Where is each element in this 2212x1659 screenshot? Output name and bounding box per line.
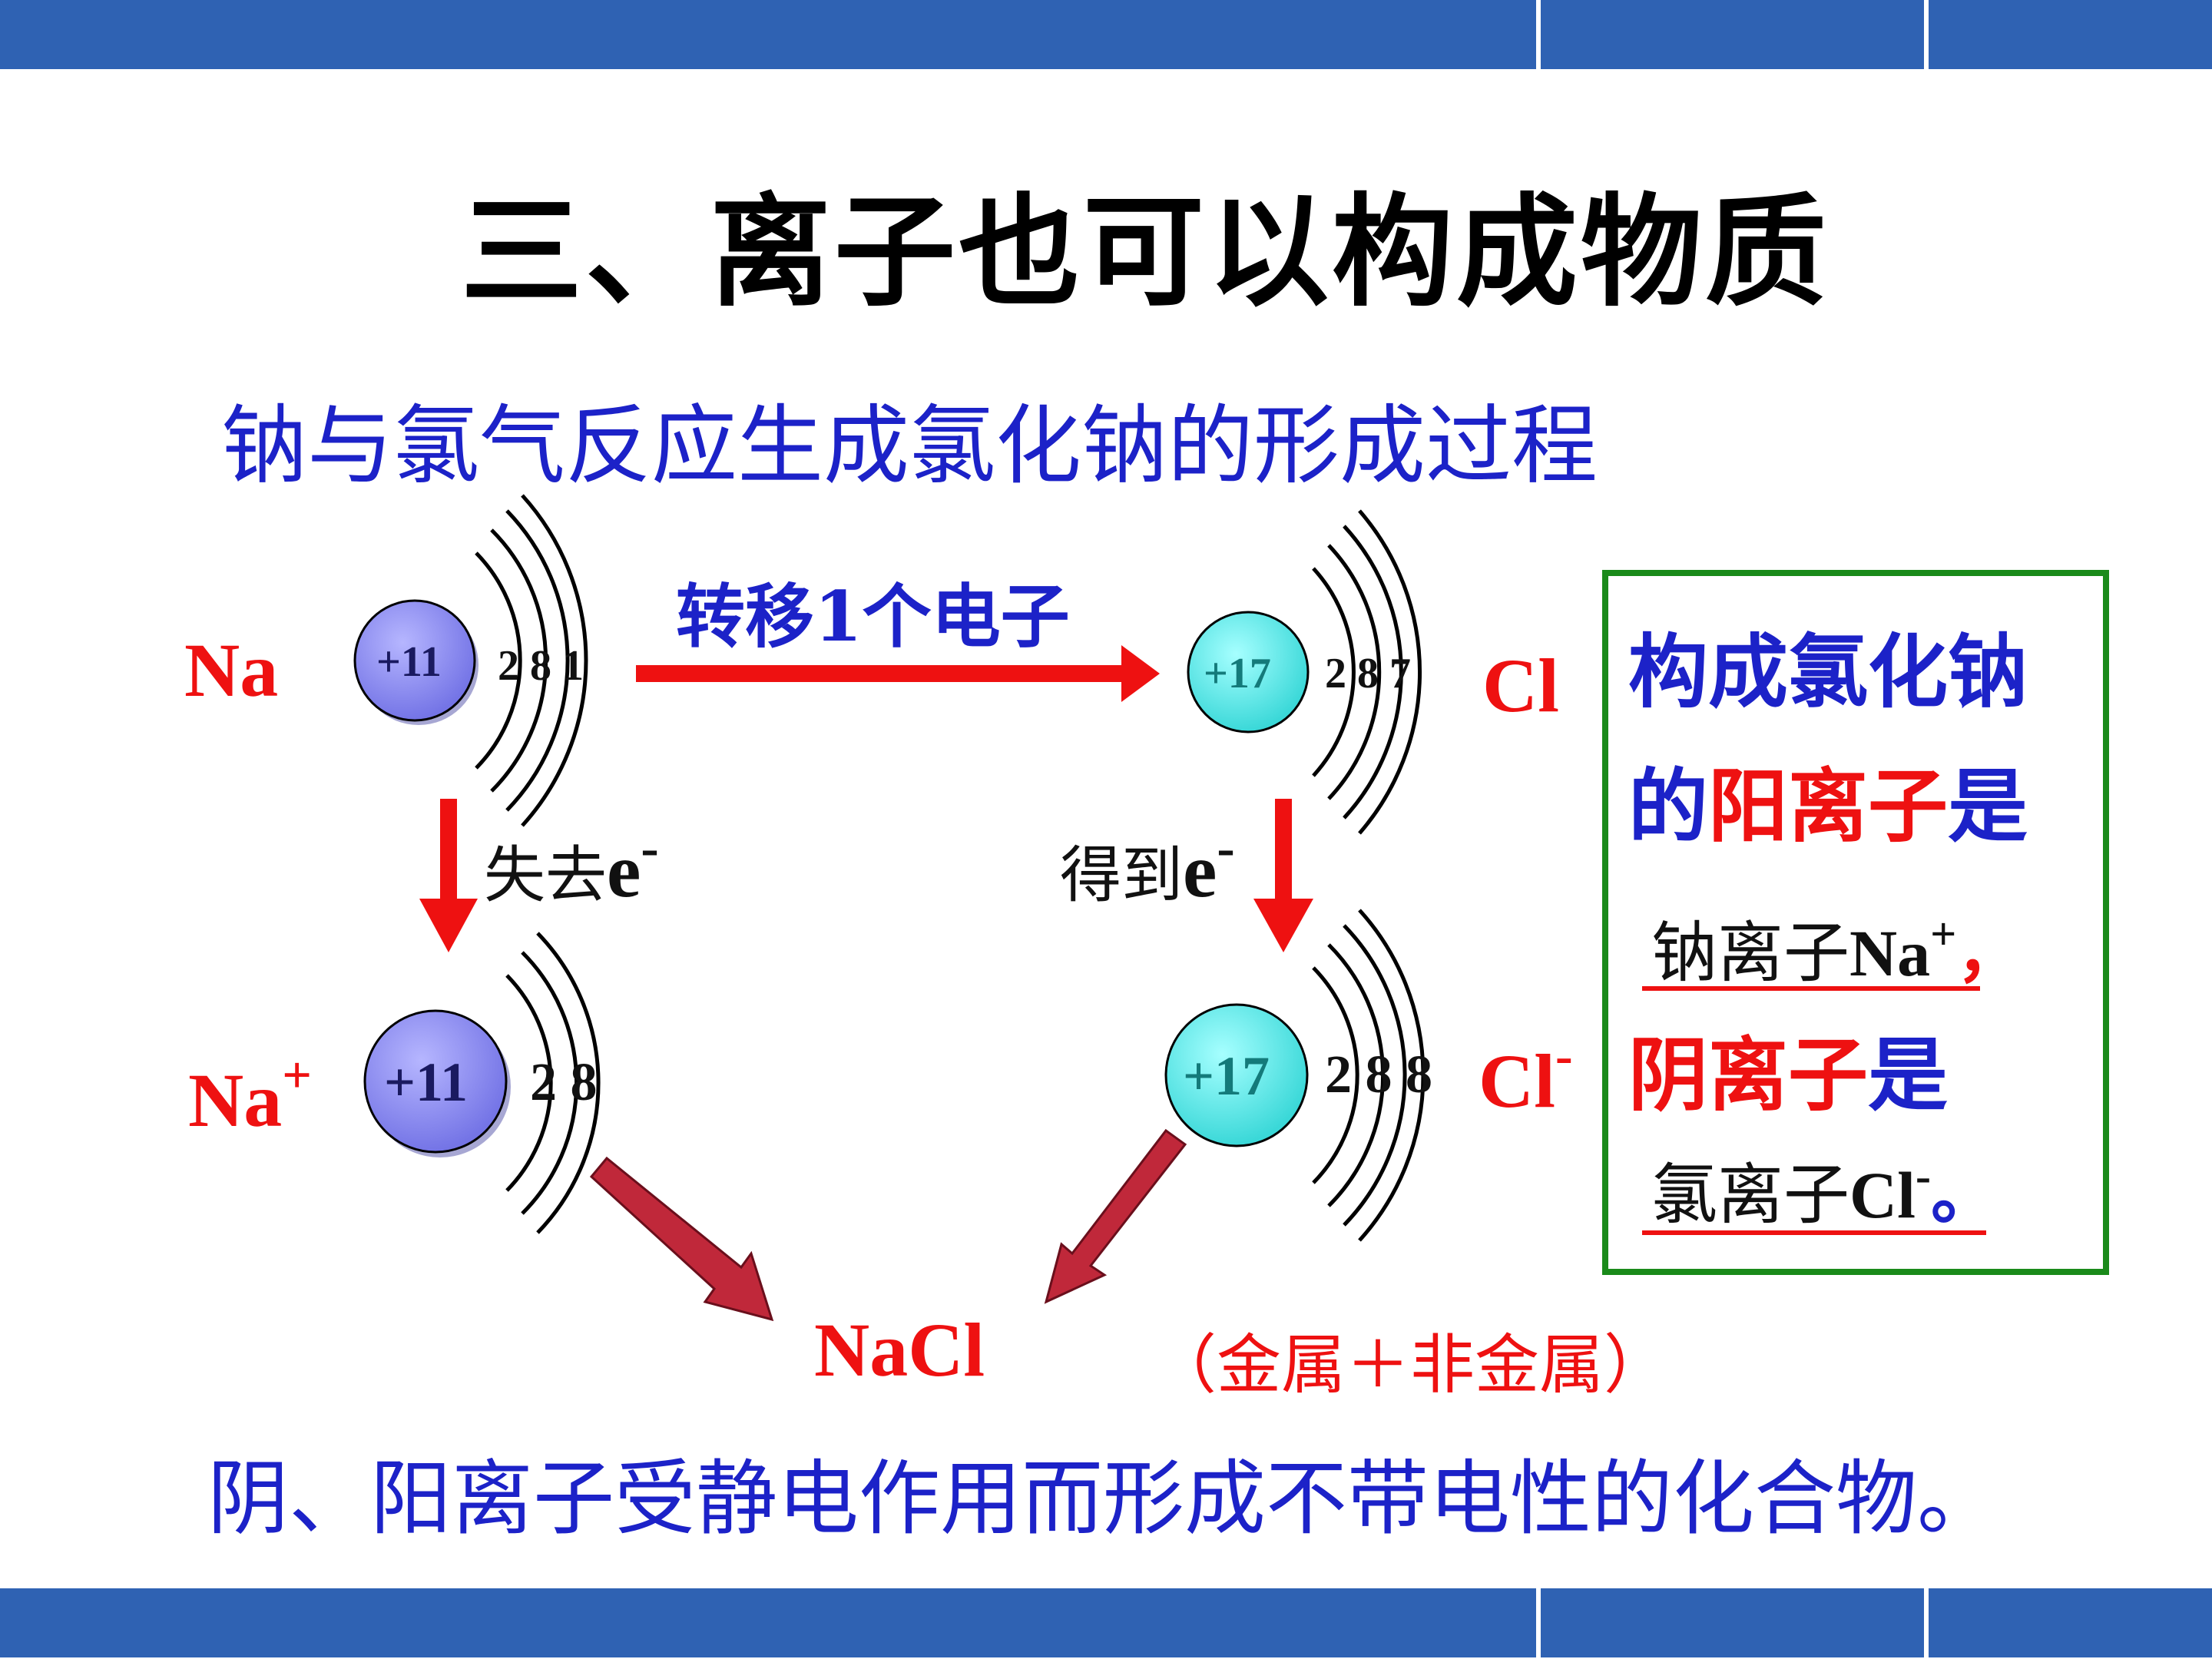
na-ion xyxy=(363,932,601,1234)
answer1-punct: ， xyxy=(1956,914,2023,992)
cl-atom xyxy=(1187,509,1422,835)
cl-shell-4 xyxy=(1358,509,1422,835)
box-line-4-b: 是 xyxy=(1868,1028,1949,1122)
cl-shell-counts: 2 8 7 xyxy=(1325,650,1411,697)
cl-ion-to-nacl-arrow xyxy=(1044,1128,1187,1304)
lose-electron-label: 失去e- xyxy=(484,818,659,915)
box-line-2: 的阳离子是 xyxy=(1628,741,2028,857)
cl-ion-shell-counts: 2 8 8 xyxy=(1325,1045,1432,1104)
cl-ion-shell-3 xyxy=(1343,924,1407,1227)
cl-ion xyxy=(1164,909,1426,1242)
answer1-symbol: Na xyxy=(1849,916,1931,990)
na-shell-1 xyxy=(475,551,522,770)
page-title: 三、离子也可以构成物质 xyxy=(461,181,1830,323)
na-shell-4 xyxy=(521,494,588,827)
top-band-divider xyxy=(1536,0,1541,69)
cl-ion-symbol: Cl- xyxy=(1479,1025,1573,1125)
box-line-2-a: 的 xyxy=(1628,759,1709,853)
na-shell-2 xyxy=(490,528,548,793)
cl-nucleus xyxy=(1187,611,1310,733)
na-shell-3 xyxy=(505,509,570,812)
box-answer-2: 氯离子Cl-。 xyxy=(1651,1141,1997,1237)
na-ion-symbol-text: Na xyxy=(188,1058,283,1143)
cl-ion-symbol-text: Cl xyxy=(1479,1038,1555,1124)
box-line-4-a: 阴离子 xyxy=(1628,1028,1869,1122)
bottom-band-divider xyxy=(1924,1588,1929,1657)
na-ion-to-nacl-arrow xyxy=(589,1156,774,1322)
cl-shell-1 xyxy=(1312,567,1356,777)
top-band-divider xyxy=(1924,0,1929,69)
product-note: （金属＋非金属） xyxy=(1152,1327,1669,1402)
transfer-arrow xyxy=(636,645,1160,702)
na-ion-nucleus xyxy=(363,1009,508,1154)
lose-electron-charge: - xyxy=(641,819,659,878)
box-line-4: 阴离子是 xyxy=(1628,1010,1948,1126)
box-line-2-b: 阳离子 xyxy=(1708,759,1949,853)
lose-electron-arrow xyxy=(419,799,478,952)
answer2-charge: - xyxy=(1916,1151,1931,1201)
gain-electron-charge: - xyxy=(1217,819,1235,878)
gain-electron-arrow xyxy=(1253,799,1313,952)
answer2-underline xyxy=(1642,1230,1986,1235)
na-symbol: Na xyxy=(184,628,279,713)
na-ion-shell-3 xyxy=(536,932,601,1234)
answer2-cn: 氯离子 xyxy=(1651,1157,1849,1233)
bottom-band xyxy=(0,1588,2212,1657)
box-line-1: 构成氯化钠 xyxy=(1628,624,2028,719)
gain-electron-symbol: e xyxy=(1183,828,1217,913)
gain-label-text: 得到 xyxy=(1060,839,1183,911)
cl-nucleus-label: +17 xyxy=(1204,650,1271,697)
box-line-2-c: 是 xyxy=(1948,759,2028,853)
answer2-punct: 。 xyxy=(1930,1156,1997,1233)
answer2-symbol: Cl xyxy=(1849,1158,1916,1232)
cl-ion-nucleus xyxy=(1164,1003,1309,1147)
na-nucleus-label: +11 xyxy=(376,638,442,686)
cl-shell-2 xyxy=(1327,544,1382,800)
gain-electron-label: 得到e- xyxy=(1060,818,1235,915)
na-shell-counts: 2 8 1 xyxy=(498,642,584,690)
answer1-cn: 钠离子 xyxy=(1651,915,1849,992)
answer1-underline xyxy=(1642,986,1980,991)
product-formula: NaCl xyxy=(814,1307,985,1392)
conclusion-text: 阴、阳离子受静电作用而形成不带电性的化合物。 xyxy=(207,1452,1998,1546)
subtitle: 钠与氯气反应生成氯化钠的形成过程 xyxy=(221,396,1598,496)
cl-ion-charge: - xyxy=(1555,1026,1573,1084)
cl-shell-3 xyxy=(1343,525,1403,820)
top-band xyxy=(0,0,2212,69)
na-atom xyxy=(353,494,588,827)
lose-electron-symbol: e xyxy=(607,828,641,913)
bottom-band-divider xyxy=(1536,1588,1541,1657)
cl-ion-shell-4 xyxy=(1358,909,1426,1242)
na-ion-shell-2 xyxy=(521,951,579,1215)
na-ion-symbol: Na+ xyxy=(188,1045,312,1144)
cl-ion-shell-1 xyxy=(1312,966,1359,1184)
na-nucleus xyxy=(353,599,476,722)
cl-ion-shell-2 xyxy=(1327,943,1386,1207)
na-ion-shell-1 xyxy=(505,974,553,1192)
cl-symbol: Cl xyxy=(1482,643,1559,728)
cl-ion-nucleus-label: +17 xyxy=(1183,1045,1270,1107)
transfer-label: 转移1个电子 xyxy=(676,576,1070,657)
info-box xyxy=(1602,570,2109,1275)
na-ion-shell-counts: 2 8 xyxy=(530,1053,598,1112)
lose-label-text: 失去 xyxy=(484,839,607,911)
na-ion-nucleus-label: +11 xyxy=(384,1051,469,1113)
box-answer-1: 钠离子Na+， xyxy=(1651,899,2022,995)
answer1-charge: + xyxy=(1930,909,1957,959)
na-ion-charge: + xyxy=(282,1045,312,1104)
